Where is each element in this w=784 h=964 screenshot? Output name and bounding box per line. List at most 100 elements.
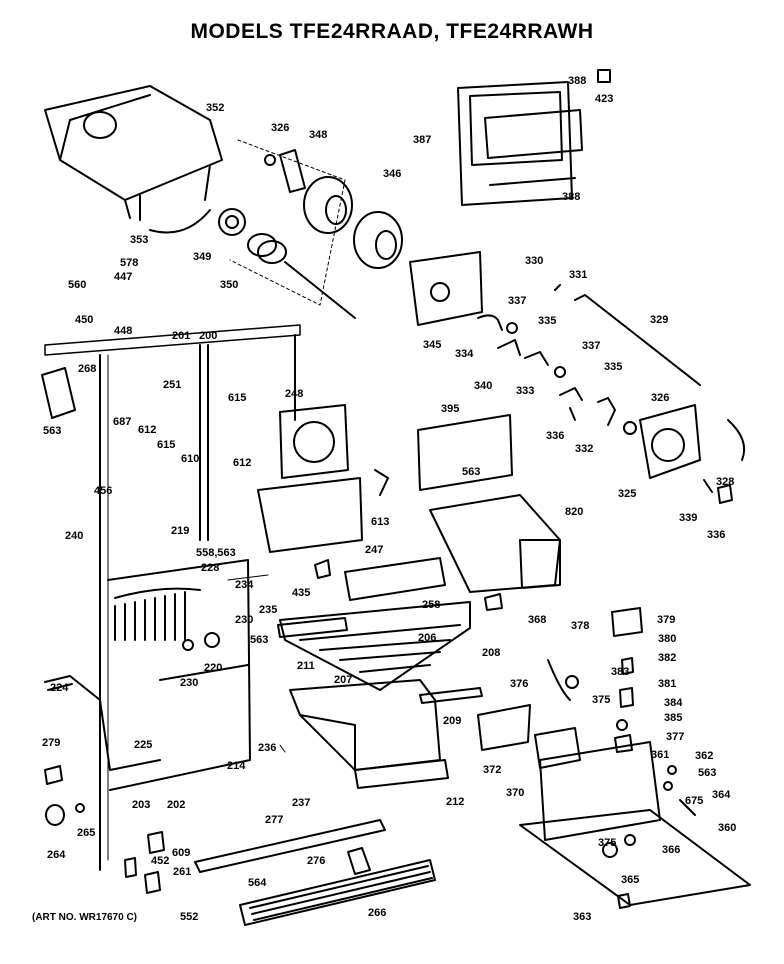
shelf-206-drawing	[277, 601, 471, 691]
part-label: 277	[265, 814, 284, 826]
part-label: 687	[113, 416, 132, 428]
control-tray-360-drawing	[519, 741, 751, 906]
part-label: 423	[595, 93, 614, 105]
part-label: 382	[658, 652, 677, 664]
part-label: 376	[510, 678, 529, 690]
freezer-cabinet-frame	[44, 324, 301, 871]
relay-parts-drawing	[611, 607, 643, 753]
part-label: 329	[650, 314, 669, 326]
part-label: 220	[204, 662, 223, 674]
part-label: 325	[618, 488, 637, 500]
part-label: 265	[77, 827, 96, 839]
part-label: 230	[180, 677, 199, 689]
part-label: 326	[271, 122, 290, 134]
part-label: 264	[47, 849, 66, 861]
part-337-drawing	[506, 322, 518, 334]
part-label: 377	[666, 731, 685, 743]
part-label: 615	[228, 392, 247, 404]
part-label: 345	[423, 339, 442, 351]
part-label: 372	[483, 764, 502, 776]
part-333-drawing	[524, 351, 549, 366]
part-label: 331	[569, 269, 588, 281]
part-label: 224	[50, 682, 69, 694]
part-279-drawing	[44, 765, 63, 785]
grille-266-drawing	[239, 859, 436, 926]
part-label: 352	[206, 102, 225, 114]
part-340-drawing	[497, 339, 521, 356]
part-label: 615	[157, 439, 176, 451]
part-label: 435	[292, 587, 311, 599]
part-label: 240	[65, 530, 84, 542]
part-label: 348	[309, 129, 328, 141]
part-label: 563	[462, 466, 481, 478]
part-label: 334	[455, 348, 474, 360]
part-label: 395	[441, 403, 460, 415]
part-label: 333	[516, 385, 535, 397]
part-label: 258	[422, 599, 441, 611]
part-364-drawing	[679, 799, 696, 816]
evaporator-fan-shroud-drawing	[257, 404, 363, 553]
part-label: 820	[565, 506, 584, 518]
part-label: 370	[506, 787, 525, 799]
part-label: 337	[508, 295, 527, 307]
part-label: 235	[259, 604, 278, 616]
part-label: 456	[94, 485, 113, 497]
part-label: 203	[132, 799, 151, 811]
part-label: 251	[163, 379, 182, 391]
part-349-drawing	[218, 208, 246, 236]
fan-613-drawing	[374, 469, 389, 496]
part-label: 230	[235, 614, 254, 626]
part-label: 609	[172, 847, 191, 859]
coil-228-drawing	[114, 587, 201, 641]
part-label: 375	[598, 837, 617, 849]
tube-224-drawing	[44, 675, 161, 771]
part-609-drawing	[147, 831, 165, 854]
part-label: 350	[220, 279, 239, 291]
part-label: 383	[611, 666, 630, 678]
part-326-drawing	[264, 154, 276, 166]
part-label: 365	[621, 874, 640, 886]
part-label: 209	[443, 715, 462, 727]
part-label: 366	[662, 844, 681, 856]
part-label: 378	[571, 620, 590, 632]
rail-277-drawing	[194, 819, 386, 873]
ice-chute-door-drawing	[457, 69, 611, 206]
auger-350-drawing	[247, 233, 356, 319]
part-label: 214	[227, 760, 246, 772]
part-336-drawing	[559, 387, 583, 421]
drawer-211-drawing	[289, 679, 449, 789]
part-label: 219	[171, 525, 190, 537]
rod-329-drawing	[554, 284, 701, 386]
part-328-drawing	[727, 419, 746, 461]
part-label: 201	[172, 330, 191, 342]
part-label: 336	[546, 430, 565, 442]
part-label: 563	[43, 425, 62, 437]
part-258-drawing	[344, 557, 446, 601]
part-label: 381	[658, 678, 677, 690]
part-label: 362	[695, 750, 714, 762]
part-label: 237	[292, 797, 311, 809]
part-label: 558,563	[196, 547, 236, 559]
part-label: 337	[582, 340, 601, 352]
part-label: 375	[592, 694, 611, 706]
part-label: 335	[538, 315, 557, 327]
part-label: 563	[698, 767, 717, 779]
part-label: 384	[664, 697, 683, 709]
part-label: 248	[285, 388, 304, 400]
part-label: 207	[334, 674, 353, 686]
part-label: 578	[120, 257, 139, 269]
part-label: 368	[528, 614, 547, 626]
art-number: (ART NO. WR17670 C)	[32, 912, 138, 923]
part-370-drawing	[534, 727, 581, 769]
part-label: 340	[474, 380, 493, 392]
part-label: 208	[482, 647, 501, 659]
part-label: 330	[525, 255, 544, 267]
part-label: 266	[368, 907, 387, 919]
part-353-drawing	[149, 209, 211, 234]
part-334-drawing	[477, 314, 503, 331]
diagram-title: MODELS TFE24RRAAD, TFE24RRAWH	[190, 20, 594, 43]
part-label: 387	[413, 134, 432, 146]
part-label: 612	[233, 457, 252, 469]
